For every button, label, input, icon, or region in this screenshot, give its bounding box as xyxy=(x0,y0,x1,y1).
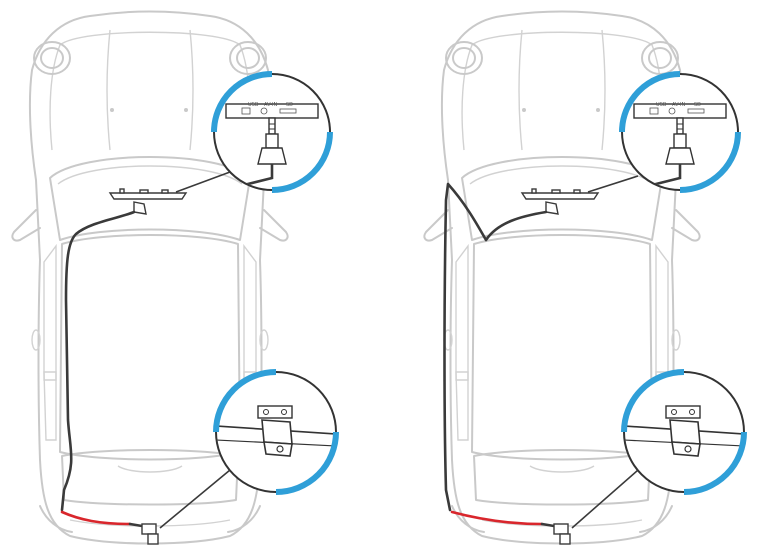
accent-arc-bottom-left-1 xyxy=(213,369,277,433)
zoom-bottom-left xyxy=(213,369,339,495)
cable-joint-right xyxy=(540,522,556,528)
accent-arc-bottom-right-1 xyxy=(621,369,685,433)
rear-camera-plug-right xyxy=(559,533,571,545)
panel-right xyxy=(423,10,747,545)
leader-bottom-right xyxy=(571,469,639,529)
rear-camera-right xyxy=(553,523,569,535)
port-label-usb-right: USB xyxy=(656,102,667,108)
mirror-plug-right xyxy=(545,201,559,215)
dash-mirror-right xyxy=(521,188,599,200)
port-label-avin-right: AV-IN xyxy=(672,102,686,108)
accent-arc-top-left-2 xyxy=(271,131,333,193)
leader-bottom-left xyxy=(159,469,231,529)
accent-arc-bottom-left-2 xyxy=(275,431,339,495)
leader-top-right xyxy=(587,175,639,193)
camera-cable-right xyxy=(443,182,548,512)
zoom-bottom-right xyxy=(621,369,747,495)
accent-arc-top-right-1 xyxy=(619,71,681,133)
port-label-sd-left: SD xyxy=(286,102,293,108)
port-label-avin-left: AV-IN xyxy=(264,102,278,108)
mirror-plug-left xyxy=(133,201,147,215)
port-label-usb-left: USB xyxy=(248,102,259,108)
accent-arc-top-left-1 xyxy=(211,71,273,133)
zoom-top-right xyxy=(619,71,741,193)
camera-cable-left xyxy=(60,210,136,512)
accent-arc-bottom-right-2 xyxy=(683,431,747,495)
cable-joint-left xyxy=(128,522,144,528)
leader-top-left xyxy=(175,171,231,193)
port-label-sd-right: SD xyxy=(694,102,701,108)
accent-arc-top-right-2 xyxy=(679,131,741,193)
zoom-top-left xyxy=(211,71,333,193)
rear-camera-left xyxy=(141,523,157,535)
dash-mirror-left xyxy=(109,188,187,200)
rear-camera-plug-left xyxy=(147,533,159,545)
power-cable-left xyxy=(60,510,132,526)
panel-left xyxy=(11,10,339,545)
power-cable-right xyxy=(450,510,544,526)
